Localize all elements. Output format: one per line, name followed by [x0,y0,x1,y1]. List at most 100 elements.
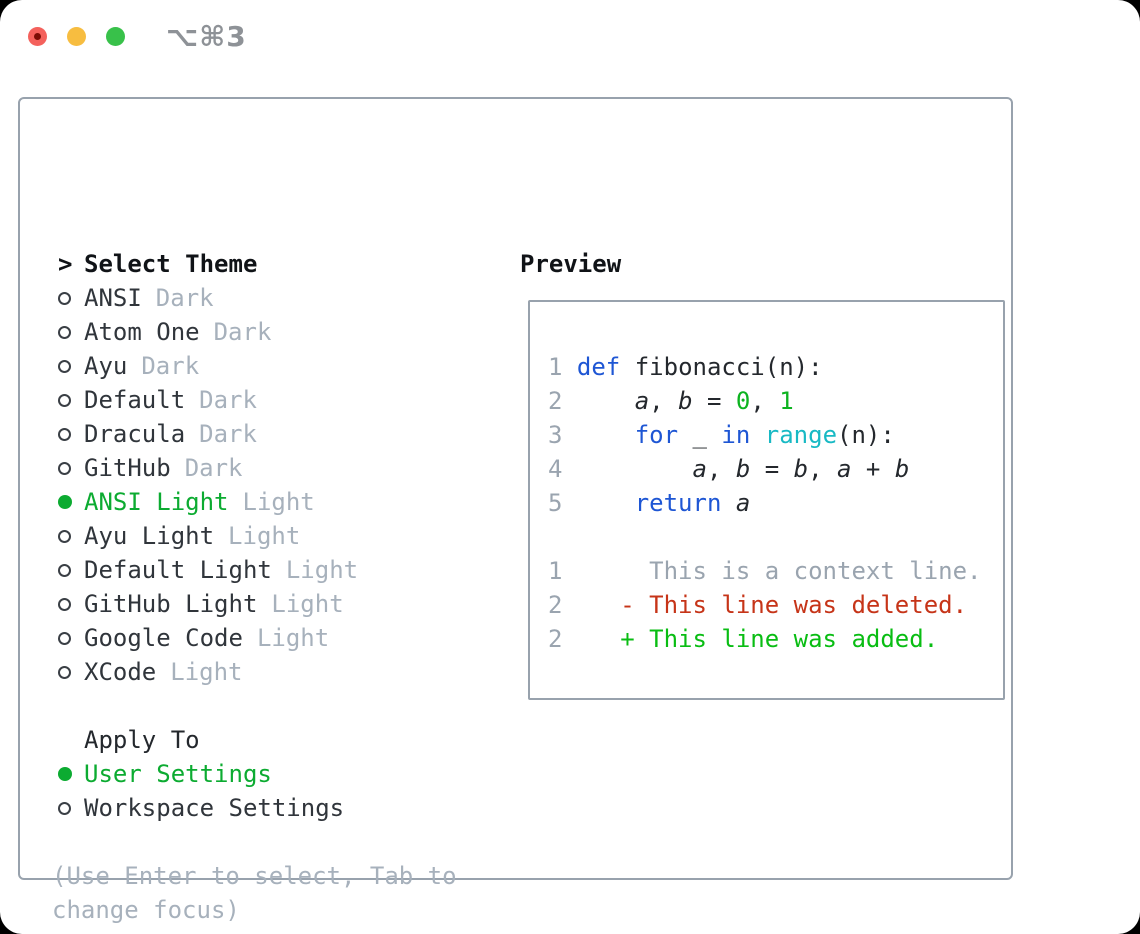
code-line: 4 a, b = b, a + b [548,452,981,486]
code-segment: , [808,455,838,483]
apply-option-label: User Settings [84,760,272,788]
theme-variant-label: Light [271,590,344,618]
code-line: 5 return a [548,486,981,520]
code-segment: 1 [548,353,577,381]
code-line: 2 a, b = 0, 1 [548,384,981,418]
code-segment: b [678,387,693,415]
zoom-button[interactable] [106,27,125,46]
code-segment: b [735,455,751,483]
theme-variant-label: Dark [213,318,272,346]
theme-name-label: Ayu Light [84,522,215,550]
theme-variant-label: Light [228,522,301,550]
theme-variant-label: Dark [141,352,200,380]
radio-icon [58,393,84,407]
code-segment: in [721,421,751,449]
window-shortcut-label: ⌥⌘3 [166,20,247,53]
code-line: 3 for _ in range(n): [548,418,981,452]
code-segment: a [735,489,751,517]
apply-option-label: Workspace Settings [84,794,345,822]
apply-to-title: Apply To [84,726,200,754]
code-segment: for [634,421,679,449]
theme-name-label: Default Light [84,556,272,584]
theme-option[interactable]: Dracula Dark [58,417,358,451]
radio-icon [58,529,84,543]
code-segment: def [576,353,621,381]
theme-select-title: Select Theme [84,250,258,278]
theme-name-label: GitHub Light [84,590,258,618]
code-segment [577,387,635,415]
code-line: 2 - This line was deleted. [548,588,981,622]
prompt-icon: > [58,250,73,278]
radio-icon [58,597,84,611]
close-button[interactable] [28,27,47,46]
close-focus-dot-icon [34,33,41,40]
code-segment: 2 [548,387,577,415]
theme-variant-label: Dark [199,420,257,448]
code-segment: - This line was deleted. [576,591,968,619]
theme-variant-label: Dark [184,454,243,482]
code-segment: + [851,455,895,483]
code-segment: , [649,387,679,415]
code-segment: a [692,455,707,483]
radio-icon [58,665,84,679]
radio-icon [58,631,84,645]
theme-option[interactable]: Default Light Light [58,553,358,587]
theme-variant-label: Light [285,556,359,584]
radio-icon [58,563,84,577]
minimize-button[interactable] [67,27,86,46]
apply-option[interactable]: User Settings [58,757,358,791]
theme-variant-label: Light [242,488,315,516]
code-line [548,520,981,554]
code-segment: 3 [548,421,577,449]
code-segment: range [764,421,838,449]
code-segment: b [793,455,809,483]
code-segment [577,455,693,483]
code-segment: fibonacci(n): [620,353,823,381]
theme-option[interactable]: Ayu Dark [58,349,358,383]
theme-option[interactable]: ANSI Light Light [58,485,358,519]
code-segment: a [634,387,650,415]
radio-icon [58,461,84,475]
code-segment: b [894,455,910,483]
theme-name-label: ANSI Light [84,488,229,516]
radio-selected-icon [58,495,84,509]
section-gap [58,689,358,723]
radio-icon [58,801,84,815]
apply-to-header: Apply To [58,723,358,757]
code-segment: (n): [837,421,895,449]
theme-name-label: Ayu [84,352,128,380]
theme-name-label: Default [84,386,186,414]
code-segment [577,421,635,449]
code-segment: a [837,455,852,483]
theme-option[interactable]: Atom One Dark [58,315,358,349]
preview-title: Preview [520,250,622,278]
theme-option[interactable]: GitHub Light Light [58,587,358,621]
code-segment: 1 [548,557,577,585]
code-line: 2 + This line was added. [548,622,981,656]
code-segment: 5 [548,489,577,517]
theme-name-label: Dracula [84,420,186,448]
traffic-lights [28,27,125,46]
theme-name-label: XCode [84,658,157,686]
apply-option[interactable]: Workspace Settings [58,791,358,825]
code-segment: , [750,387,780,415]
code-segment [721,489,735,517]
theme-select-header: > Select Theme [58,247,358,281]
code-segment: = [692,387,736,415]
code-segment: , [706,455,736,483]
radio-selected-icon [58,767,84,781]
code-line: 1 This is a context line. [548,554,981,588]
theme-option[interactable]: Ayu Light Light [58,519,358,553]
theme-name-label: Atom One [84,318,200,346]
code-segment: _ [678,421,722,449]
code-segment [750,421,764,449]
